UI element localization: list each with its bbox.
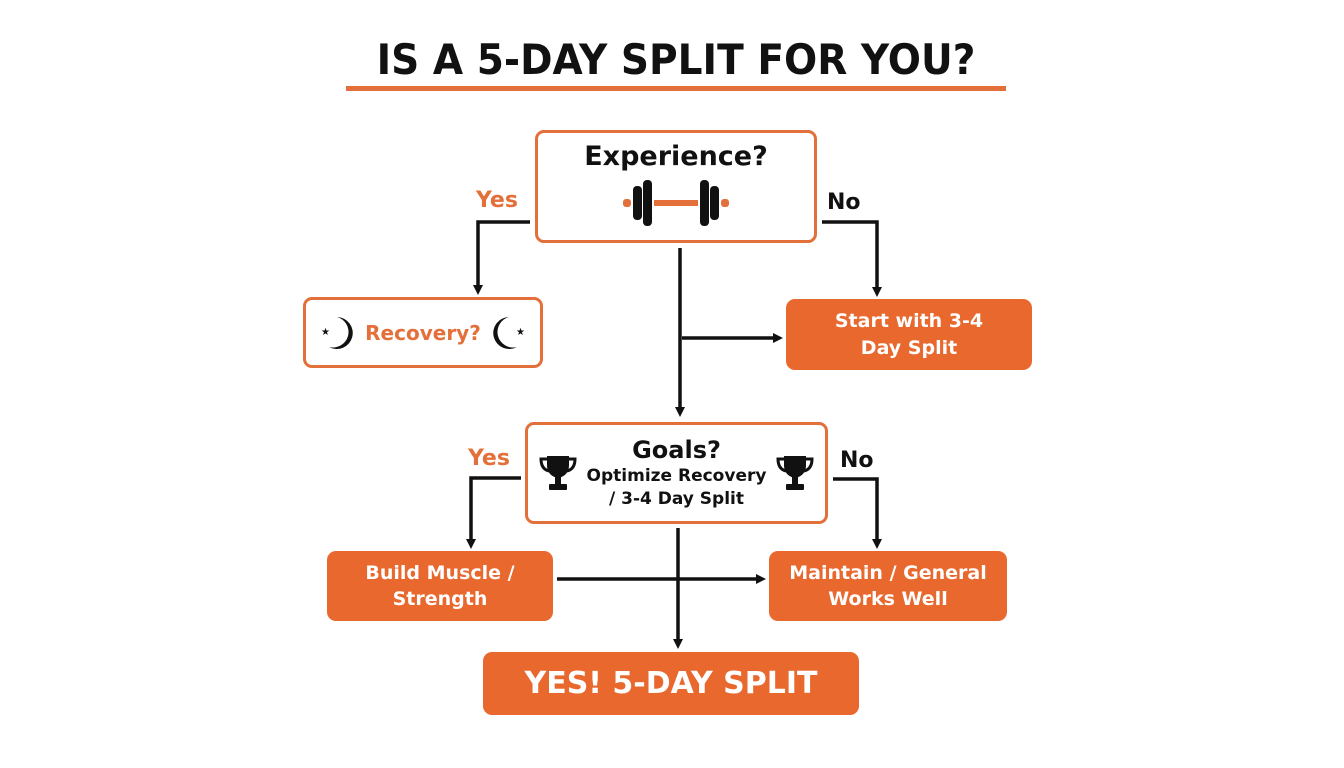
start-small-line1: Start with 3-4 bbox=[834, 309, 984, 332]
arrow-experience-yes bbox=[473, 220, 530, 295]
trophy-icon bbox=[776, 453, 814, 493]
experience-node: Experience? bbox=[535, 130, 817, 243]
goals-line2: / 3-4 Day Split bbox=[608, 489, 744, 509]
recovery-label: Recovery? bbox=[365, 320, 481, 345]
arrow-goals-yes bbox=[466, 476, 521, 549]
svg-text:★: ★ bbox=[321, 327, 330, 338]
recovery-node: ★ Recovery? ★ bbox=[303, 297, 543, 368]
goals-title: Goals? bbox=[632, 436, 721, 464]
goals-node: Goals? Optimize Recovery / 3-4 Day Split bbox=[525, 422, 828, 524]
build-muscle-line1: Build Muscle / bbox=[365, 562, 515, 584]
maintain-node: Maintain / General Works Well bbox=[769, 551, 1007, 621]
title-underline bbox=[346, 86, 1006, 91]
experience-label: Experience? bbox=[584, 141, 768, 172]
dumbbell-icon bbox=[621, 178, 731, 228]
arrow-experience-no bbox=[822, 220, 882, 297]
moon-star-icon: ★ bbox=[487, 313, 525, 353]
result-label: YES! 5-DAY SPLIT bbox=[524, 666, 818, 701]
start-small-node: Start with 3-4 Day Split bbox=[786, 299, 1032, 370]
arrow-goals-no bbox=[833, 477, 882, 549]
page-title: IS A 5-DAY SPLIT FOR YOU? bbox=[376, 35, 976, 84]
start-small-line2: Day Split bbox=[860, 336, 958, 359]
trophy-icon bbox=[539, 453, 577, 493]
experience-yes-label: Yes bbox=[476, 188, 518, 213]
moon-star-icon: ★ bbox=[321, 313, 359, 353]
goals-line1: Optimize Recovery bbox=[586, 466, 767, 486]
maintain-line2: Works Well bbox=[828, 588, 948, 610]
maintain-line1: Maintain / General bbox=[789, 562, 987, 584]
goals-yes-label: Yes bbox=[468, 446, 510, 471]
result-node: YES! 5-DAY SPLIT bbox=[483, 652, 859, 715]
goals-no-label: No bbox=[840, 448, 874, 473]
build-muscle-node: Build Muscle / Strength bbox=[327, 551, 553, 621]
experience-no-label: No bbox=[827, 190, 861, 215]
svg-text:★: ★ bbox=[516, 327, 525, 338]
build-muscle-line2: Strength bbox=[392, 588, 488, 610]
